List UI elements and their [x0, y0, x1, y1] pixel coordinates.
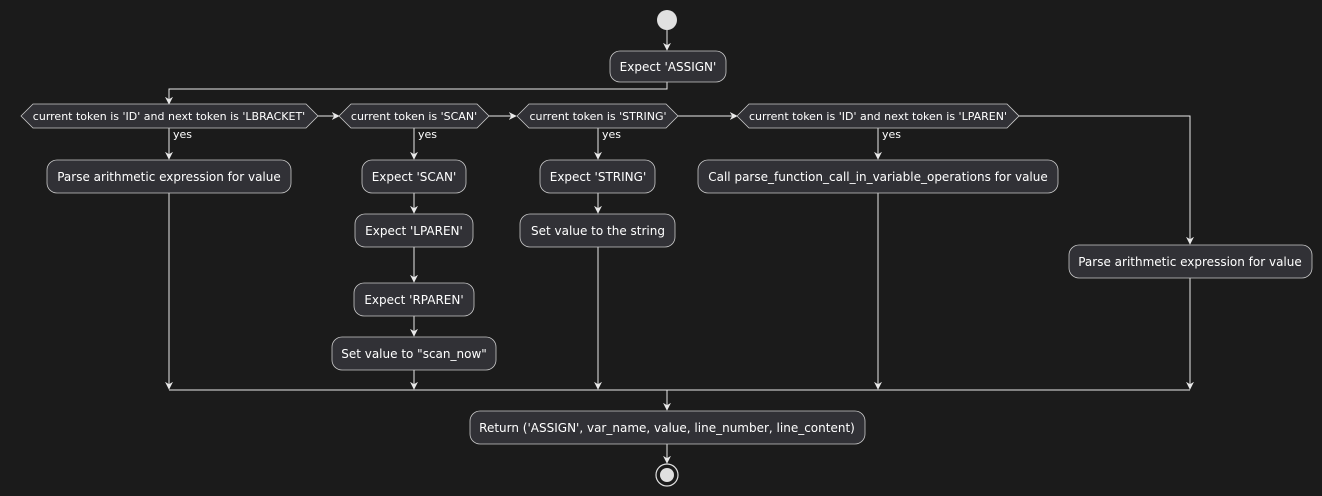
return-node: Return ('ASSIGN', var_name, value, line_… [469, 410, 866, 445]
decision-id-lbracket: current token is 'ID' and next token is … [20, 103, 319, 129]
expect-lparen-label: Expect 'LPAREN' [365, 224, 463, 238]
start-node [657, 10, 677, 30]
call-parse-func-label: Call parse_function_call_in_variable_ope… [708, 170, 1048, 184]
expect-rparen-label: Expect 'RPAREN' [364, 293, 463, 307]
end-node [655, 463, 679, 487]
expect-string-label: Expect 'STRING' [550, 170, 647, 184]
yes-label-4: yes [882, 128, 901, 141]
set-scan-now-node: Set value to "scan_now" [331, 336, 497, 371]
expect-assign-node: Expect 'ASSIGN' [609, 50, 727, 83]
return-label: Return ('ASSIGN', var_name, value, line_… [479, 421, 855, 435]
yes-label-2: yes [418, 128, 437, 141]
parse-arith-label-2: Parse arithmetic expression for value [1078, 255, 1302, 269]
flow-lines [165, 30, 1194, 464]
decision-string: current token is 'STRING' [516, 103, 679, 129]
expect-scan-label: Expect 'SCAN' [372, 170, 457, 184]
expect-scan-node: Expect 'SCAN' [361, 159, 467, 194]
decision-id-lbracket-label: current token is 'ID' and next token is … [33, 110, 305, 123]
expect-lparen-node: Expect 'LPAREN' [354, 213, 474, 248]
expect-string-node: Expect 'STRING' [539, 159, 656, 194]
yes-label-1: yes [173, 128, 192, 141]
set-string-node: Set value to the string [519, 213, 676, 248]
parse-arith-node-2: Parse arithmetic expression for value [1068, 244, 1313, 279]
call-parse-func-node: Call parse_function_call_in_variable_ope… [697, 159, 1059, 194]
set-scan-now-label: Set value to "scan_now" [341, 347, 487, 361]
decision-id-lparen: current token is 'ID' and next token is … [736, 103, 1020, 129]
decision-string-label: current token is 'STRING' [529, 110, 666, 123]
expect-rparen-node: Expect 'RPAREN' [353, 282, 475, 317]
decision-scan-label: current token is 'SCAN' [351, 110, 477, 123]
decision-scan: current token is 'SCAN' [338, 103, 490, 129]
set-string-label: Set value to the string [531, 224, 665, 238]
parse-arith-node-1: Parse arithmetic expression for value [46, 159, 292, 194]
yes-label-3: yes [602, 128, 621, 141]
parse-arith-label-1: Parse arithmetic expression for value [57, 170, 281, 184]
decision-id-lparen-label: current token is 'ID' and next token is … [749, 110, 1007, 123]
expect-assign-label: Expect 'ASSIGN' [620, 60, 717, 74]
